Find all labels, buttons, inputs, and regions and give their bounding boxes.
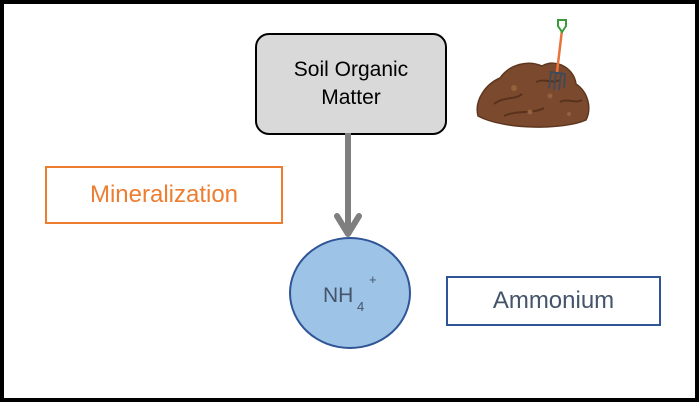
mineralization-label: Mineralization — [89, 181, 239, 208]
mineralization-arrow — [334, 133, 362, 237]
nh4-subscript: 4 — [357, 299, 365, 314]
nh4-superscript: + — [369, 272, 377, 287]
diagram-graphics — [334, 19, 590, 237]
mineralization-label-box: Mineralization — [45, 166, 283, 224]
nh4-formula: NH — [323, 284, 354, 307]
soil-pile-with-pitchfork-icon — [476, 19, 590, 128]
ammonium-label-box: Ammonium — [446, 276, 661, 326]
ammonium-label: Ammonium — [492, 287, 615, 314]
soil-organic-matter-label: Soil Organic Matter — [293, 58, 409, 109]
ammonium-node: NH 4 + — [289, 237, 411, 349]
arrow-head — [334, 213, 362, 237]
soil-organic-matter-node: Soil Organic Matter — [255, 33, 447, 135]
